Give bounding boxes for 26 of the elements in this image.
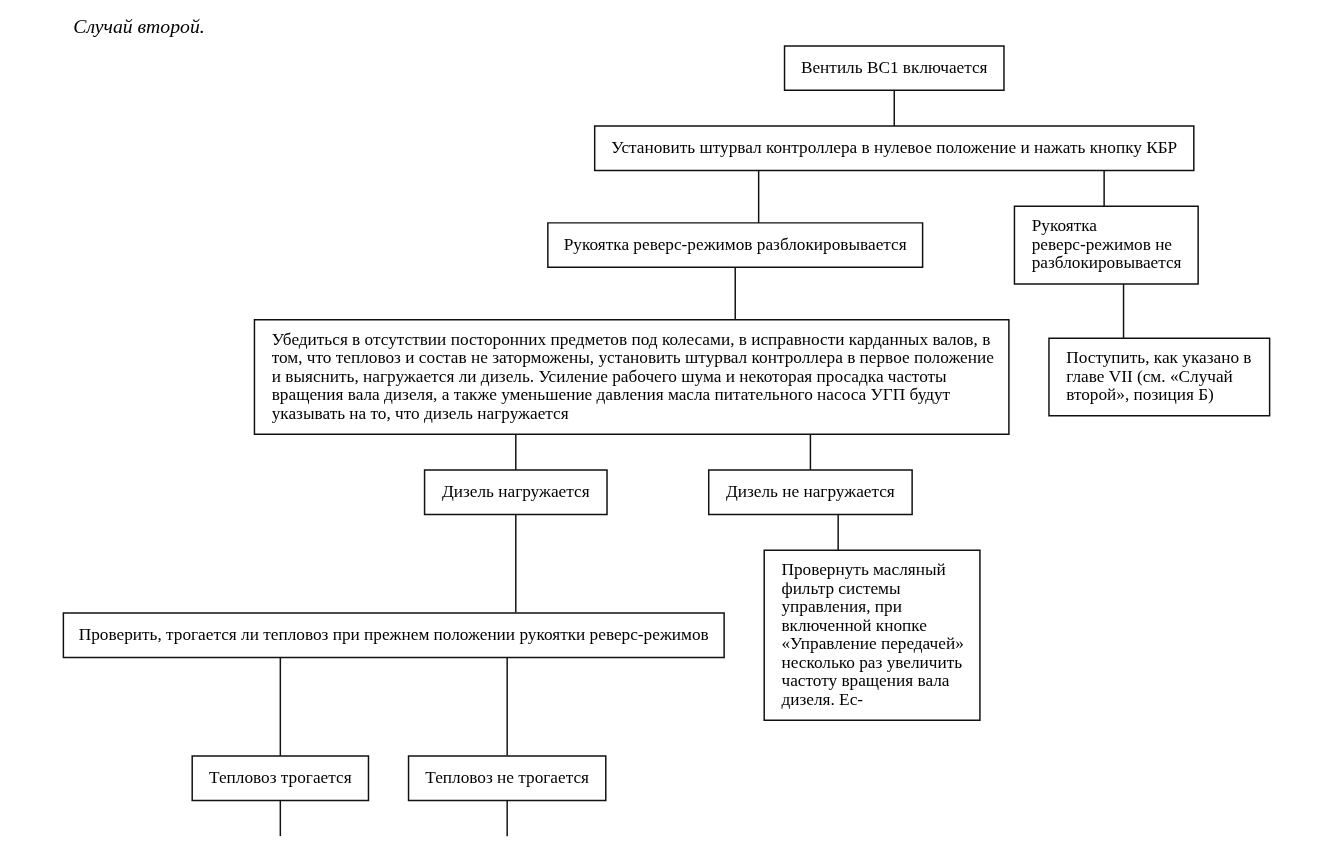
connector (757, 169, 760, 223)
node-box: Установить штурвал контроллера в нулевое положение и нажать кнопку КБР (593, 124, 1195, 171)
node-box: Убедиться в отсутствии посторонних предметов под колесами, в исправности карданных валов, в том, что тепловоз и состав не заторможены, установить штурвал контроллера в первое положение и выяснить, нагружается ли дизель. Усиление рабочего шума и некоторая просадка частоты вращения вала дизеля, а также уменьшение давления масла питательного насоса УГП будут указывать на то, что дизель нагружается (253, 318, 1010, 435)
node-box: Дизель нагружается (423, 468, 608, 515)
connector (809, 433, 812, 471)
connector (515, 513, 517, 613)
connector (837, 513, 839, 551)
connector (506, 656, 508, 756)
node-box: Проверить, трогается ли тепловоз при прежнем положении рукоятки реверс-режимов (62, 611, 725, 658)
node-box: Тепловоз трогается (191, 754, 370, 801)
connector (734, 266, 736, 320)
node-box: Вентиль ВС1 включается (783, 44, 1005, 91)
diagram-title: Случай второй. (73, 14, 205, 37)
connector (279, 799, 282, 837)
node-box: Провернуть масляный фильтр системы управления, при включенной кнопке «Управление передачей» несколько раз увеличить частоту вращения вала дизеля. Ес- (763, 548, 981, 721)
connector (893, 89, 895, 127)
node-box: Поступить, как указано в главе VII (см. «Случай второй», позиция Б) (1048, 336, 1271, 417)
node-box: Рукоятка реверс-режимов разблокировывается (547, 221, 924, 268)
connector (1103, 169, 1105, 207)
connector (1122, 282, 1125, 339)
node-box: Дизель не нагружается (708, 468, 913, 515)
connector (279, 656, 282, 756)
node-box: Рукоятка реверс-режимов не разблокировывается (1013, 205, 1199, 285)
connector (515, 433, 517, 471)
connector (506, 799, 508, 837)
node-box: Тепловоз не трогается (407, 754, 607, 801)
